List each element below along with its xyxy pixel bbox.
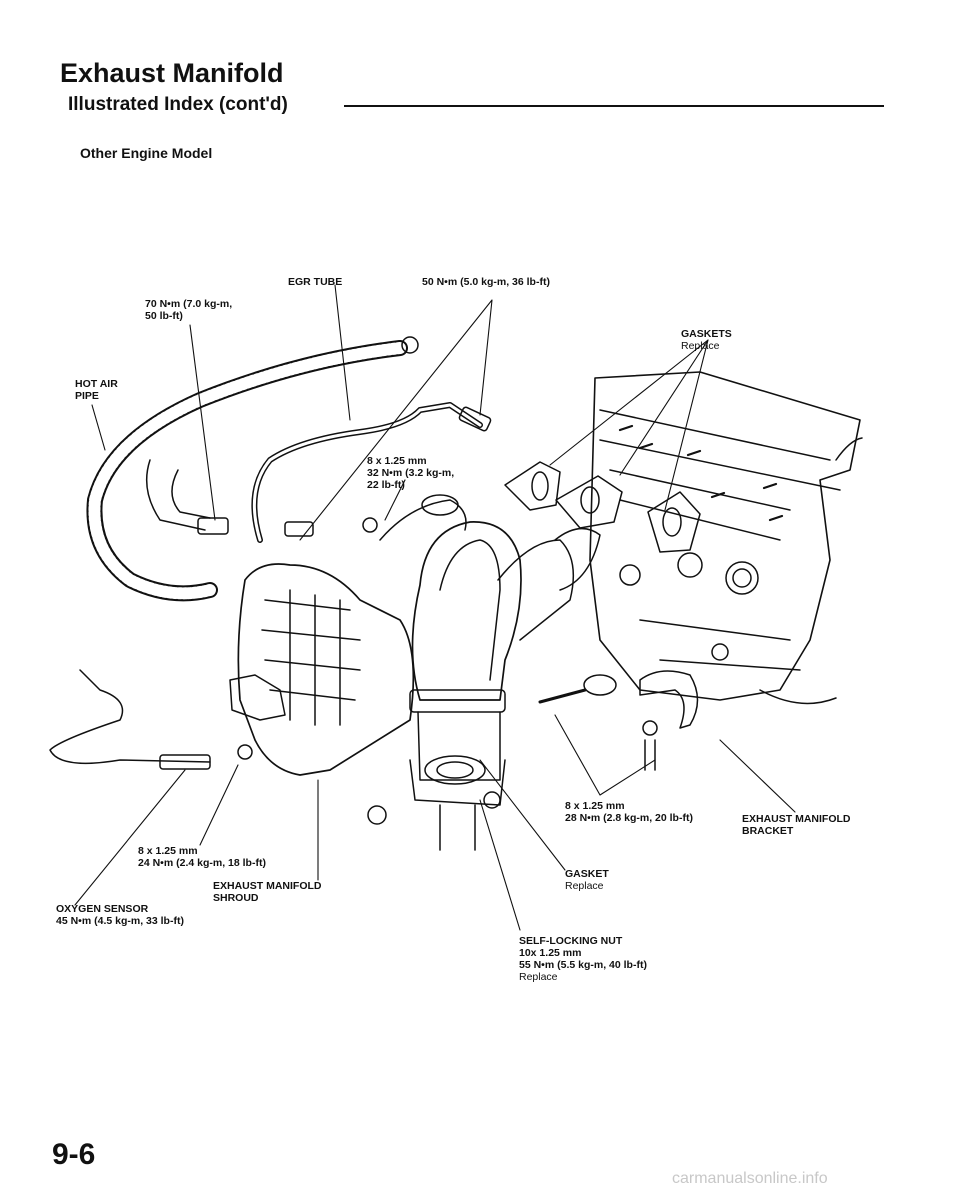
top-torque-text: 50 N•m (5.0 kg-m, 36 lb-ft) bbox=[422, 276, 550, 288]
oxygen-sensor-drawing bbox=[49, 669, 253, 770]
hot-air-torque-label: 70 N•m (7.0 kg-m, 50 lb-ft) bbox=[145, 298, 232, 322]
manifold-shroud-drawing bbox=[229, 563, 415, 776]
section-subtitle: Illustrated Index (cont'd) bbox=[68, 94, 288, 115]
shroud-bolt-label: 8 x 1.25 mm 24 N•m (2.4 kg-m, 18 lb-ft) bbox=[138, 845, 266, 869]
oxygen-line-1: OXYGEN SENSOR bbox=[56, 903, 149, 915]
egr-tube-drawing bbox=[251, 402, 492, 543]
bracket-bolt-line-1: 8 x 1.25 mm bbox=[565, 800, 625, 812]
hot-air-line-1: HOT AIR bbox=[75, 378, 118, 390]
bracket-bolt-line-2: 28 N•m (2.8 kg-m, 20 lb-ft) bbox=[565, 812, 693, 824]
title-rule bbox=[344, 105, 884, 107]
bracket-label: EXHAUST MANIFOLD BRACKET bbox=[742, 813, 851, 837]
shroud-bolt-line-1: 8 x 1.25 mm bbox=[138, 845, 198, 857]
hot-air-pipe-drawing bbox=[86, 336, 419, 602]
self-locking-nut-label: SELF-LOCKING NUT 10x 1.25 mm 55 N•m (5.5… bbox=[519, 935, 647, 983]
gasket-text: GASKET bbox=[565, 868, 609, 880]
gaskets-note: Replace bbox=[681, 340, 720, 352]
manifold-bracket-drawing bbox=[538, 670, 699, 771]
nut-note: Replace bbox=[519, 971, 558, 983]
site-watermark: carmanualsonline.info bbox=[672, 1170, 828, 1187]
gasket-note: Replace bbox=[565, 880, 604, 892]
gaskets-text: GASKETS bbox=[681, 328, 732, 340]
oxygen-sensor-label: OXYGEN SENSOR 45 N•m (4.5 kg-m, 33 lb-ft… bbox=[56, 903, 184, 927]
hot-air-torque-line-2: 50 lb-ft) bbox=[145, 310, 183, 322]
nut-line-2: 10x 1.25 mm bbox=[519, 947, 582, 959]
bracket-line-1: EXHAUST MANIFOLD bbox=[742, 813, 851, 825]
shroud-line-1: EXHAUST MANIFOLD bbox=[213, 880, 322, 892]
shroud-line-2: SHROUD bbox=[213, 892, 259, 904]
exhaust-manifold-drawing bbox=[367, 494, 601, 851]
engine-model-heading: Other Engine Model bbox=[80, 145, 213, 161]
egr-bolt-line-1: 8 x 1.25 mm bbox=[367, 455, 427, 467]
manifold-gaskets-drawing bbox=[504, 461, 701, 553]
egr-bolt-label: 8 x 1.25 mm 32 N•m (3.2 kg-m, 22 lb-ft) bbox=[367, 455, 454, 491]
oxygen-line-2: 45 N•m (4.5 kg-m, 33 lb-ft) bbox=[56, 915, 184, 927]
page-title: Exhaust Manifold bbox=[60, 58, 284, 88]
egr-tube-label: EGR TUBE bbox=[288, 276, 342, 288]
hot-air-line-2: PIPE bbox=[75, 390, 99, 402]
bracket-line-2: BRACKET bbox=[742, 825, 794, 837]
shroud-label: EXHAUST MANIFOLD SHROUD bbox=[213, 880, 322, 904]
shroud-bolt-line-2: 24 N•m (2.4 kg-m, 18 lb-ft) bbox=[138, 857, 266, 869]
hot-air-pipe-label: HOT AIR PIPE bbox=[75, 378, 118, 402]
gasket-label: GASKET Replace bbox=[565, 868, 609, 892]
nut-line-1: SELF-LOCKING NUT bbox=[519, 935, 623, 947]
page-number: 9-6 bbox=[52, 1138, 96, 1171]
gaskets-label: GASKETS Replace bbox=[681, 328, 732, 352]
bracket-bolt-label: 8 x 1.25 mm 28 N•m (2.8 kg-m, 20 lb-ft) bbox=[565, 800, 693, 824]
egr-bolt-line-3: 22 lb-ft) bbox=[367, 479, 405, 491]
nut-line-3: 55 N•m (5.5 kg-m, 40 lb-ft) bbox=[519, 959, 647, 971]
hot-air-torque-line-1: 70 N•m (7.0 kg-m, bbox=[145, 298, 233, 310]
callout-leader-lines bbox=[74, 284, 796, 931]
egr-tube-text: EGR TUBE bbox=[288, 276, 343, 288]
egr-bolt-line-2: 32 N•m (3.2 kg-m, bbox=[367, 467, 455, 479]
engine-block-drawing bbox=[589, 371, 863, 705]
top-torque-label: 50 N•m (5.0 kg-m, 36 lb-ft) bbox=[422, 276, 550, 288]
